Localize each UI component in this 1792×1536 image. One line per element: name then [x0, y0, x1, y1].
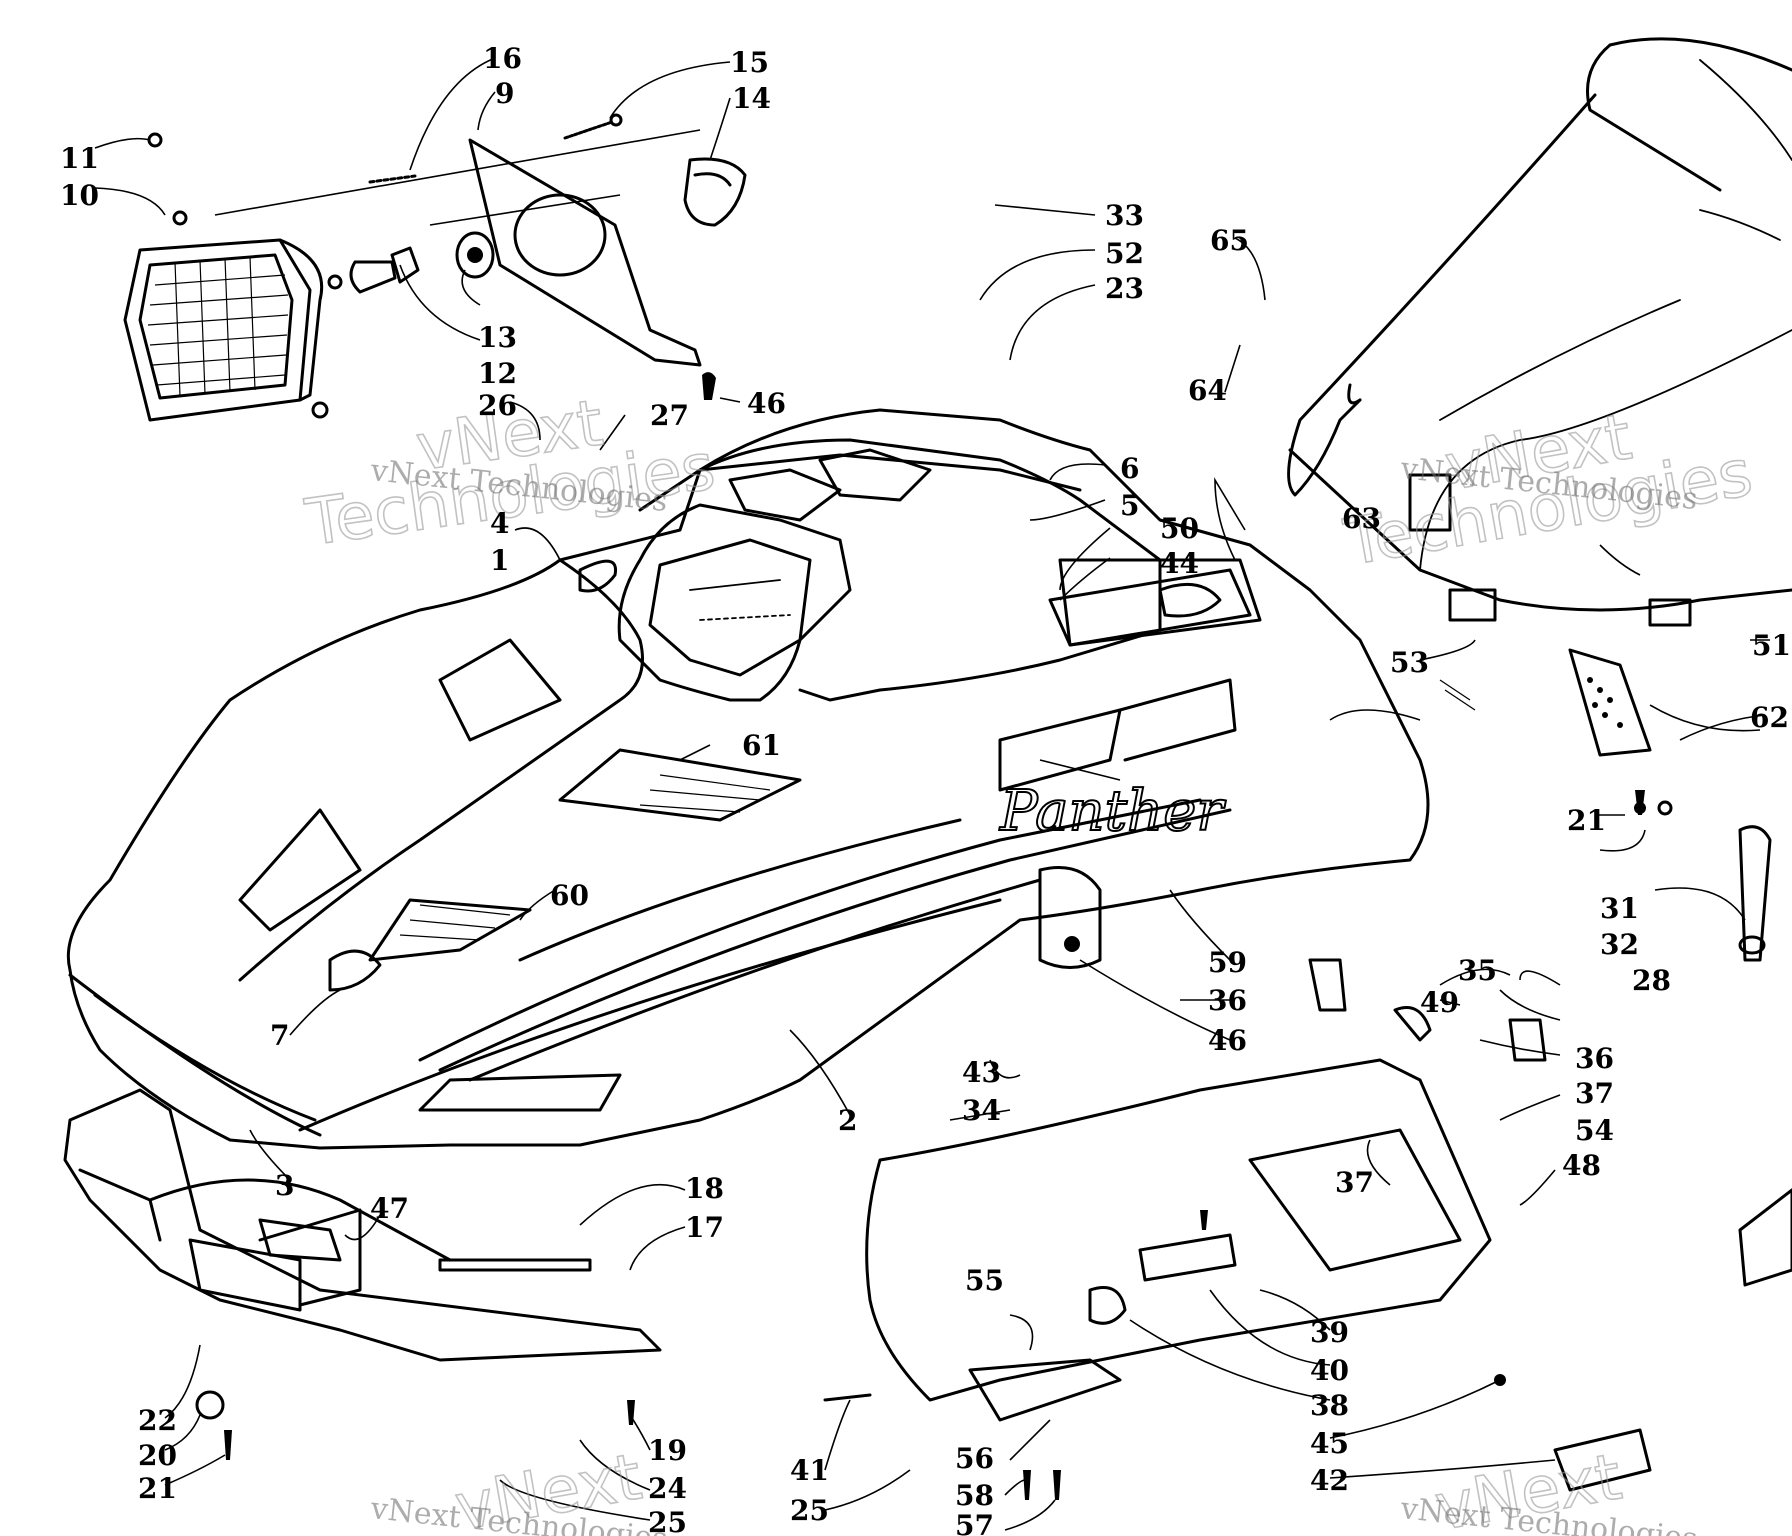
callout-37-right: 37 — [1575, 1077, 1614, 1110]
callout-10: 10 — [60, 179, 99, 212]
callout-57: 57 — [955, 1509, 994, 1536]
callout-61: 61 — [742, 729, 781, 762]
callout-58: 58 — [955, 1479, 994, 1512]
callout-36-mid: 36 — [1208, 984, 1247, 1017]
headlight-assembly — [123, 113, 747, 422]
callout-42: 42 — [1310, 1464, 1349, 1497]
callout-25-left: 25 — [648, 1506, 687, 1536]
callout-48: 48 — [1562, 1149, 1601, 1182]
callout-50: 50 — [1160, 512, 1199, 545]
callout-39: 39 — [1310, 1316, 1349, 1349]
callout-21-left: 21 — [138, 1472, 177, 1505]
callout-19: 19 — [648, 1434, 687, 1467]
callout-54: 54 — [1575, 1114, 1614, 1147]
hood-script-decal: Panther — [999, 779, 1226, 844]
callout-23: 23 — [1105, 272, 1144, 305]
callout-40: 40 — [1310, 1354, 1349, 1387]
part-callouts: 16 9 15 14 11 10 13 12 46 26 27 4 1 33 5… — [60, 42, 1791, 1536]
callout-36-right: 36 — [1575, 1042, 1614, 1075]
callout-32: 32 — [1600, 928, 1639, 961]
callout-6: 6 — [1120, 452, 1139, 485]
callout-46: 46 — [1208, 1024, 1247, 1057]
callout-26: 26 — [478, 389, 517, 422]
callout-15: 15 — [730, 46, 769, 79]
callout-12: 12 — [478, 357, 517, 390]
callout-41: 41 — [790, 1454, 829, 1487]
callout-65: 65 — [1210, 224, 1249, 257]
callout-2: 2 — [838, 1104, 857, 1137]
callout-1: 1 — [490, 544, 509, 577]
callout-64: 64 — [1188, 374, 1227, 407]
callout-53: 53 — [1390, 646, 1429, 679]
callout-25: 25 — [790, 1494, 829, 1527]
callout-59: 59 — [1208, 946, 1247, 979]
callout-22: 22 — [138, 1404, 177, 1437]
callout-3: 3 — [275, 1169, 294, 1202]
callout-11: 11 — [60, 142, 99, 175]
callout-55: 55 — [965, 1264, 1004, 1297]
callout-44: 44 — [1160, 547, 1199, 580]
callout-52: 52 — [1105, 237, 1144, 270]
callout-62: 62 — [1750, 701, 1789, 734]
callout-31: 31 — [1600, 892, 1639, 925]
callout-60: 60 — [550, 879, 589, 912]
callout-34: 34 — [962, 1094, 1001, 1127]
leader-lines — [94, 57, 1770, 1531]
callout-13: 13 — [478, 321, 517, 354]
callout-28: 28 — [1632, 964, 1671, 997]
callout-20: 20 — [138, 1439, 177, 1472]
callout-49: 49 — [1420, 986, 1459, 1019]
callout-18: 18 — [685, 1172, 724, 1205]
callout-5: 5 — [1120, 489, 1139, 522]
callout-37: 37 — [1335, 1166, 1374, 1199]
callout-56: 56 — [955, 1442, 994, 1475]
callout-43: 43 — [962, 1056, 1001, 1089]
callout-47: 47 — [370, 1192, 409, 1225]
callout-21-right: 21 — [1567, 804, 1606, 837]
callout-9: 9 — [495, 77, 514, 110]
callout-38: 38 — [1310, 1389, 1349, 1422]
callout-63: 63 — [1342, 502, 1381, 535]
callout-4: 4 — [490, 507, 509, 540]
callout-17: 17 — [685, 1211, 724, 1244]
callout-27: 27 — [650, 399, 689, 432]
callout-7: 7 — [270, 1019, 289, 1052]
hood-main: Panther — [63, 408, 1792, 1500]
callout-24: 24 — [648, 1472, 687, 1505]
callout-35: 35 — [1458, 954, 1497, 987]
callout-46-top: 46 — [747, 387, 786, 420]
callout-45: 45 — [1310, 1427, 1349, 1460]
callout-51: 51 — [1752, 629, 1791, 662]
callout-14: 14 — [732, 82, 771, 115]
callout-33: 33 — [1105, 199, 1144, 232]
callout-16: 16 — [483, 42, 522, 75]
windshield — [1287, 37, 1792, 627]
